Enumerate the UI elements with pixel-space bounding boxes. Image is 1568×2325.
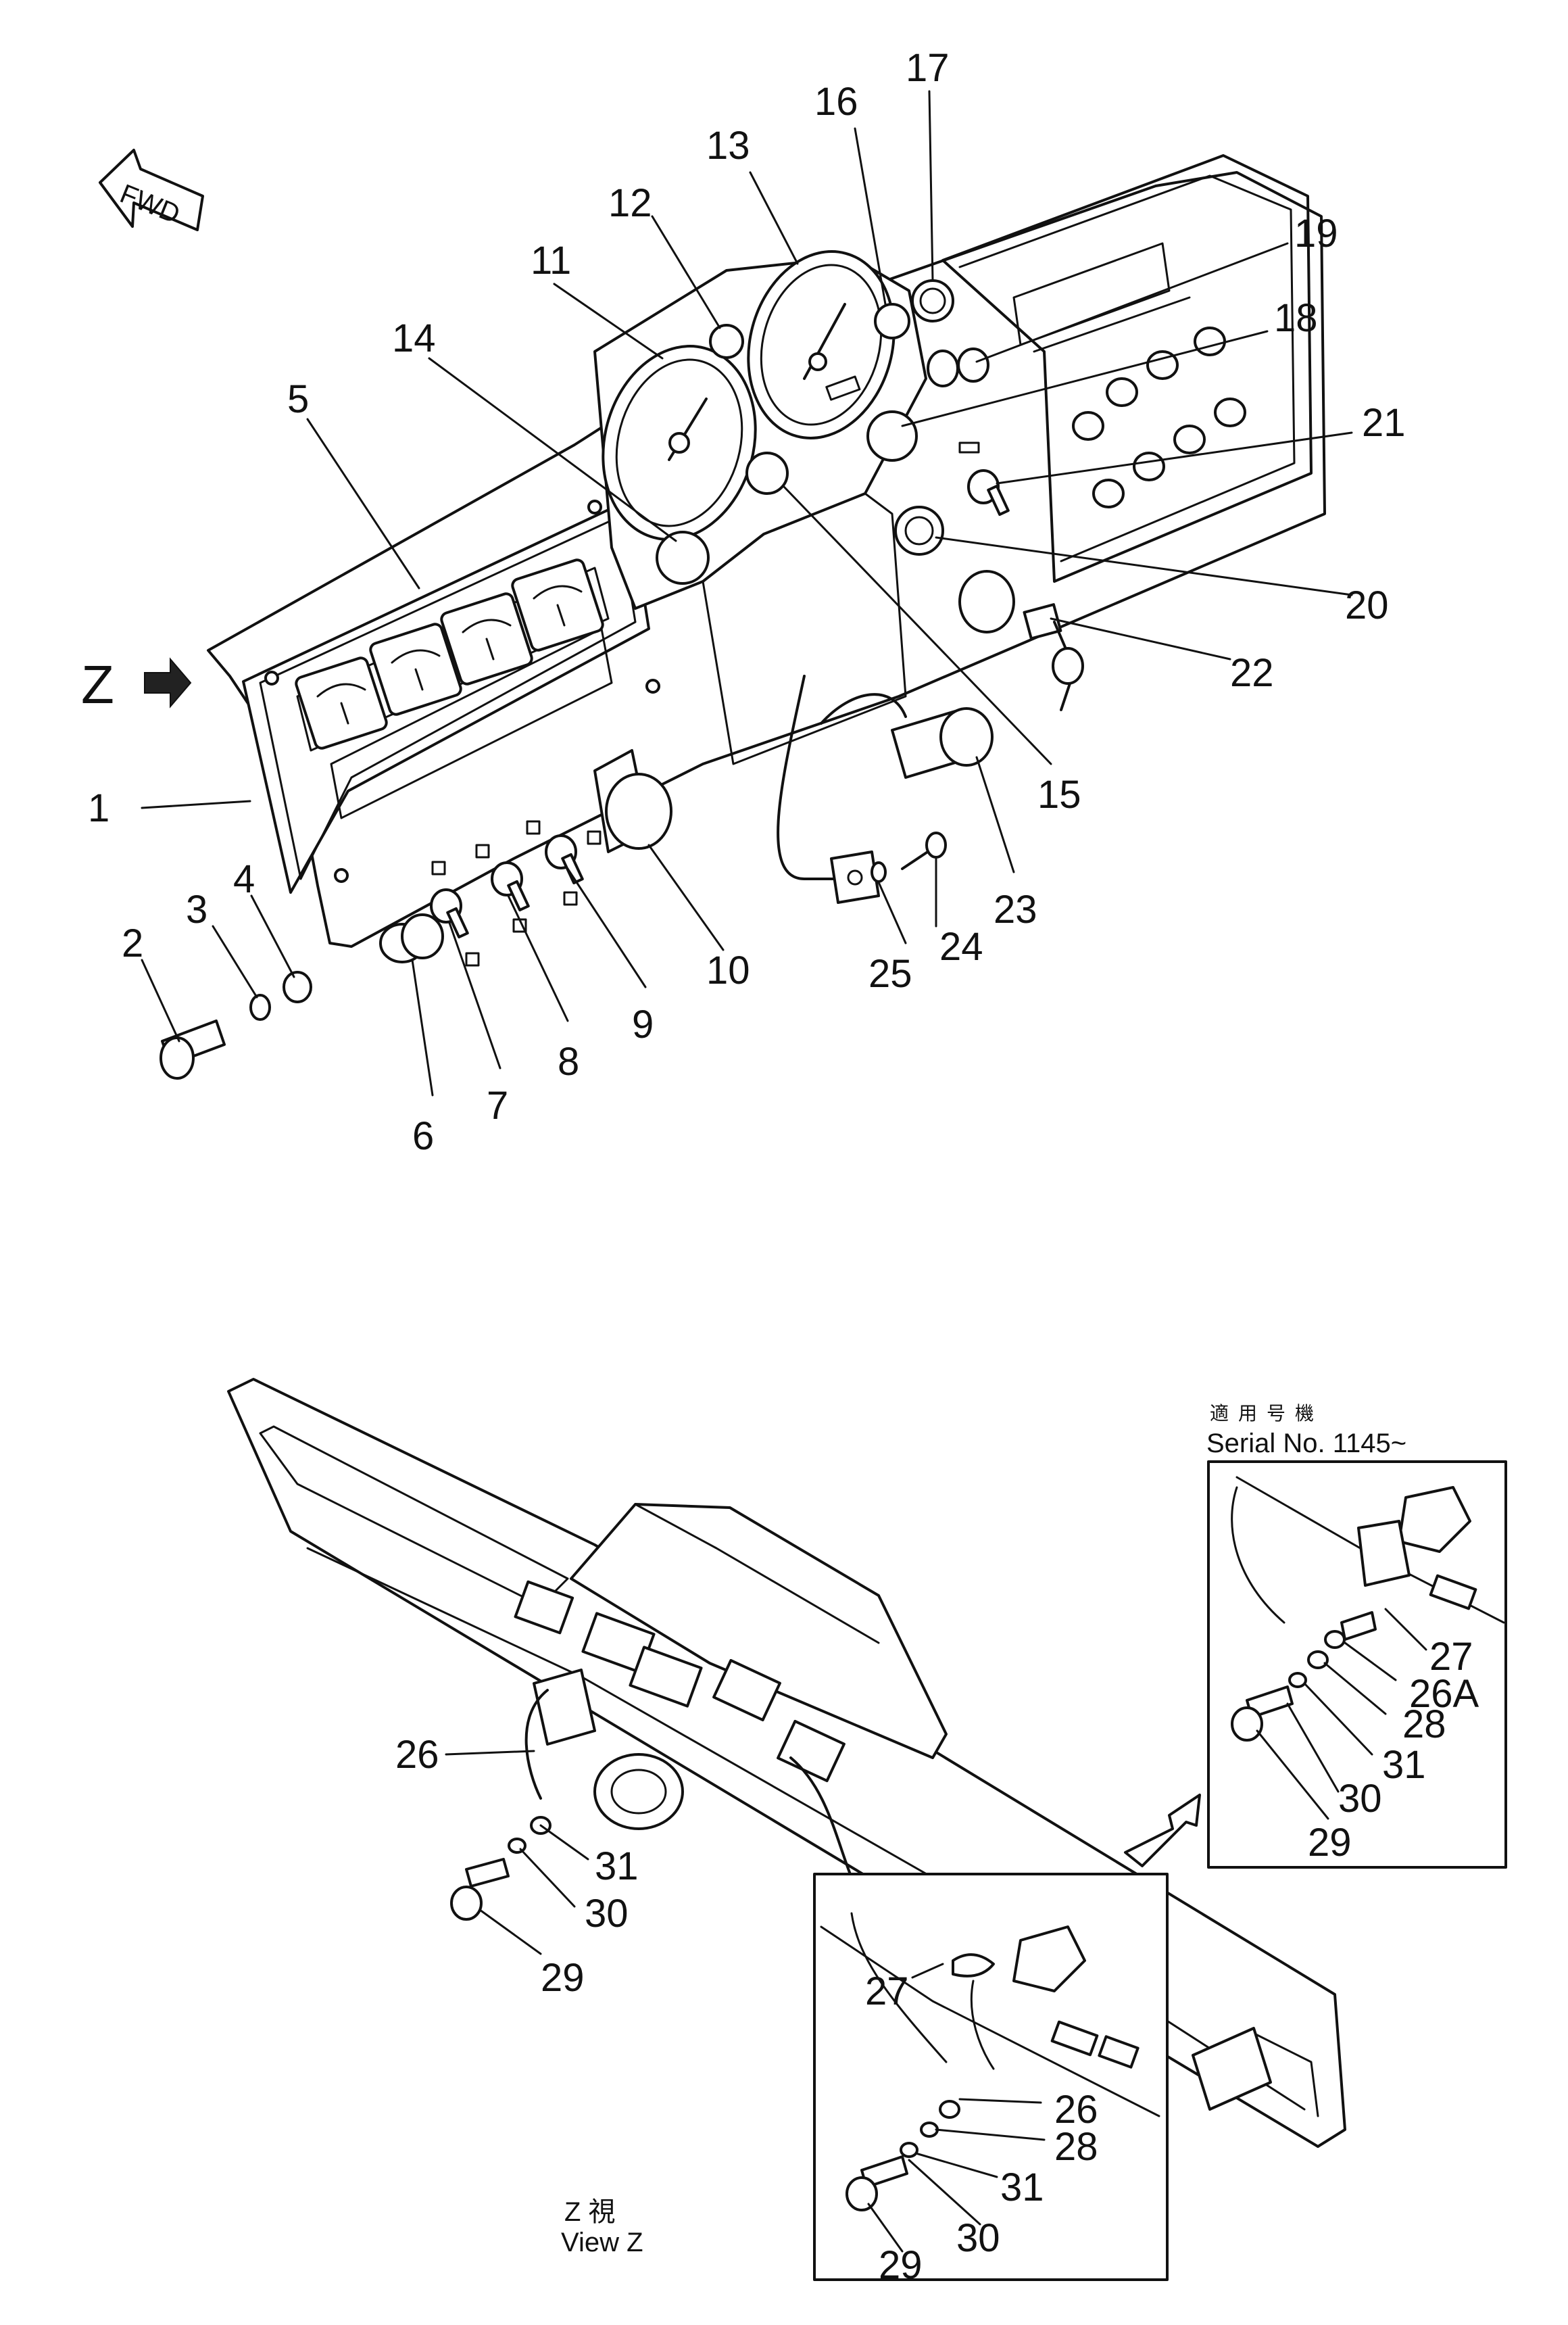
callout-22: 22 bbox=[1230, 651, 1274, 695]
callout-21: 21 bbox=[1362, 401, 1406, 445]
wire-bracket bbox=[777, 675, 907, 904]
callout-i1-26: 26 bbox=[1054, 2088, 1098, 2132]
top-callouts: 1 2 3 4 5 6 7 8 9 10 11 12 13 14 15 16 1… bbox=[88, 46, 1406, 1158]
callout-13: 13 bbox=[706, 124, 750, 168]
view-z-label: View Z bbox=[561, 2228, 643, 2257]
callout-i2-30: 30 bbox=[1338, 1777, 1382, 1821]
gauge-cluster-box bbox=[242, 499, 660, 894]
callout-24: 24 bbox=[939, 925, 983, 969]
view-z-caption: Z 視 View Z bbox=[561, 2197, 643, 2257]
indicator-lamp-15 bbox=[745, 452, 789, 495]
callout-19: 19 bbox=[1294, 212, 1338, 256]
callout-i1-28: 28 bbox=[1054, 2125, 1098, 2169]
callout-12: 12 bbox=[608, 181, 652, 225]
speedometer-gauge bbox=[747, 250, 896, 439]
callout-b30: 30 bbox=[585, 1892, 629, 1936]
lock-washer-3 bbox=[249, 994, 271, 1021]
indicator-lamp-17 bbox=[911, 279, 954, 322]
toggle-switch-9 bbox=[545, 834, 584, 885]
view-z-marker: Z bbox=[81, 654, 192, 715]
callout-b29: 29 bbox=[541, 1956, 585, 2000]
callout-i2-28: 28 bbox=[1402, 1702, 1446, 1746]
callout-14: 14 bbox=[392, 316, 436, 360]
washer-4 bbox=[283, 971, 312, 1003]
top-assembly: FWD Z bbox=[81, 46, 1406, 1158]
small-gauges bbox=[295, 558, 604, 750]
callout-i1-31: 31 bbox=[1000, 2165, 1044, 2209]
inset-serial: 適用号機 Serial No. 1145~ 27 26A 28 31 30 bbox=[1206, 1402, 1507, 1869]
connector-23 bbox=[891, 707, 994, 779]
view-z-arrow-icon bbox=[144, 657, 192, 709]
push-button-6 bbox=[379, 913, 444, 963]
fwd-arrow-icon: FWD bbox=[99, 149, 204, 231]
callout-5: 5 bbox=[287, 377, 309, 421]
view-direction-arrow-icon bbox=[1124, 1794, 1201, 1867]
callout-8: 8 bbox=[558, 1040, 579, 1084]
callout-b31: 31 bbox=[595, 1844, 639, 1888]
callout-i1-27: 27 bbox=[865, 1969, 909, 2013]
indicator-lamp-12 bbox=[709, 324, 744, 359]
callout-4: 4 bbox=[233, 857, 255, 901]
indicator-lamp-16 bbox=[874, 303, 910, 339]
callout-b26: 26 bbox=[395, 1733, 439, 1777]
callout-7: 7 bbox=[487, 1084, 508, 1128]
screw-24 bbox=[901, 832, 947, 870]
callout-i2-26a: 26A bbox=[1409, 1672, 1479, 1716]
callout-23: 23 bbox=[994, 888, 1037, 932]
inset-standard: 27 26 28 31 30 29 bbox=[813, 1873, 1169, 2287]
callout-17: 17 bbox=[906, 46, 950, 90]
bottom-callouts: 26 31 30 29 bbox=[395, 1733, 639, 2000]
callout-6: 6 bbox=[412, 1114, 434, 1158]
callout-i2-27: 27 bbox=[1429, 1635, 1473, 1679]
callout-16: 16 bbox=[814, 80, 858, 124]
front-controls bbox=[160, 347, 1084, 1080]
callout-25: 25 bbox=[868, 952, 912, 996]
pilot-lamp-14 bbox=[656, 531, 710, 585]
switch-19 bbox=[927, 347, 989, 387]
serial-caption: Serial No. 1145~ bbox=[1206, 1429, 1406, 1458]
callout-9: 9 bbox=[632, 1003, 654, 1047]
callout-15: 15 bbox=[1037, 773, 1081, 817]
callout-1: 1 bbox=[88, 786, 109, 830]
pilot-lamp-18-back bbox=[866, 410, 918, 462]
bolt-2 bbox=[160, 1020, 226, 1080]
toggle-switch-8 bbox=[491, 861, 530, 912]
callout-i2-29: 29 bbox=[1308, 1821, 1352, 1865]
knob-20 bbox=[894, 506, 944, 556]
callout-11: 11 bbox=[531, 239, 571, 283]
central-hood bbox=[593, 250, 954, 765]
rear-connectors bbox=[514, 1580, 860, 1894]
bottom-assembly: 26 31 30 29 27 26 bbox=[227, 1378, 1507, 2287]
callout-3: 3 bbox=[186, 888, 207, 932]
bottom-leaders bbox=[445, 1750, 589, 1955]
callout-i1-30: 30 bbox=[956, 2216, 1000, 2260]
toggle-switch-7 bbox=[430, 888, 469, 939]
serial-jp: 適用号機 bbox=[1210, 1402, 1323, 1424]
top-leaders bbox=[141, 90, 1353, 1097]
callout-10: 10 bbox=[706, 949, 750, 992]
key-switch-22 bbox=[958, 570, 1084, 711]
starter-button-10 bbox=[593, 749, 672, 853]
toggle-switch-21 bbox=[958, 441, 1010, 517]
rear-fasteners bbox=[450, 1816, 552, 1921]
washer-25 bbox=[871, 861, 887, 883]
view-z-letter: Z bbox=[81, 654, 114, 715]
callout-2: 2 bbox=[122, 921, 143, 965]
callout-20: 20 bbox=[1345, 583, 1389, 627]
callout-i2-31: 31 bbox=[1382, 1743, 1426, 1787]
callout-18: 18 bbox=[1274, 296, 1318, 340]
view-z-jp: Z 視 bbox=[564, 2197, 616, 2227]
right-panel-knobs bbox=[1072, 327, 1246, 508]
callout-i1-29: 29 bbox=[879, 2243, 923, 2287]
